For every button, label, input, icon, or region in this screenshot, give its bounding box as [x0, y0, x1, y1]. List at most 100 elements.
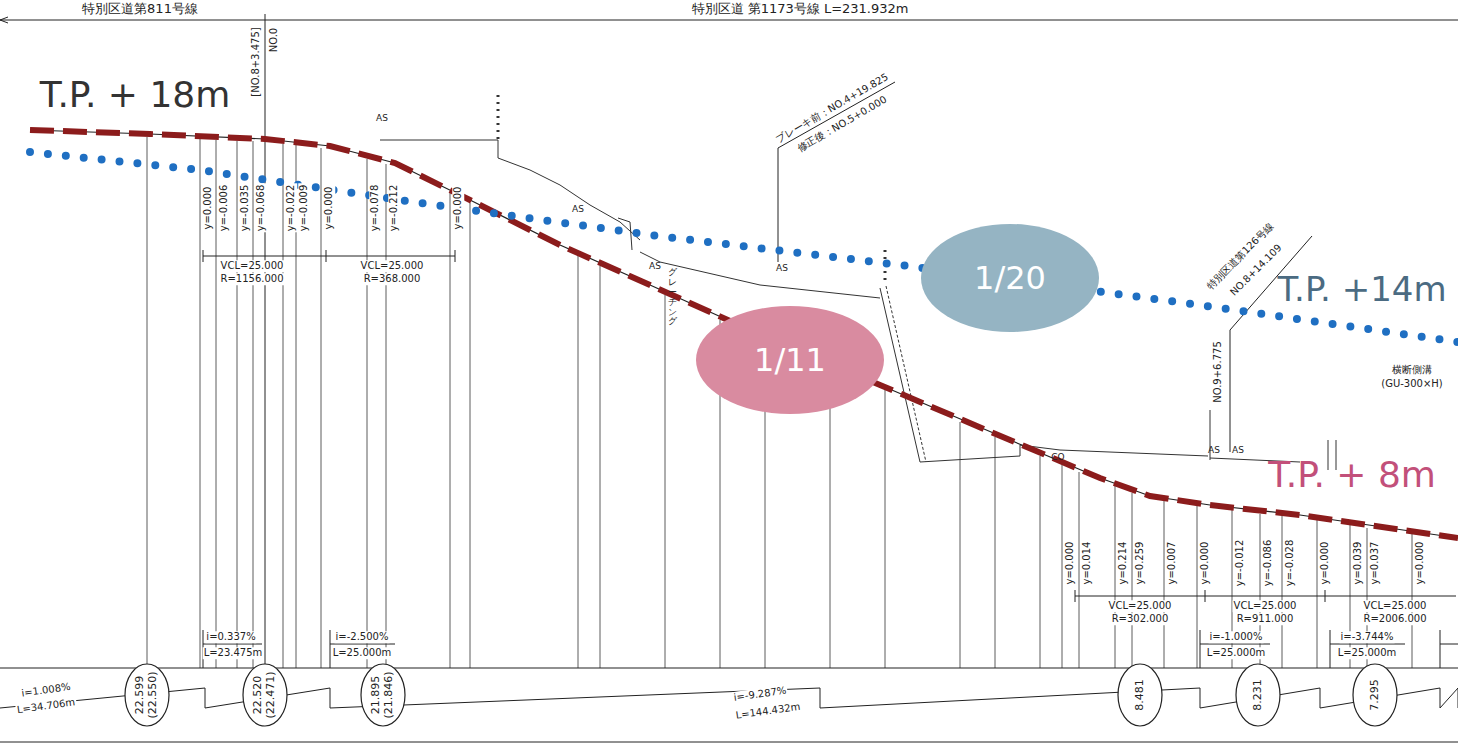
station-line	[1079, 472, 1080, 668]
drawing-label: y=0.000	[452, 186, 464, 231]
drawing-label: i=-9.287%	[732, 684, 788, 703]
drawing-label: VCL=25.000	[220, 260, 285, 272]
station-line	[386, 164, 387, 668]
drawing-label: y=0.000	[202, 186, 214, 231]
drawing-label: VCL=25.000	[1363, 600, 1428, 612]
drawing-label: AS	[776, 263, 788, 273]
slope-ellipse: 1/11	[695, 305, 885, 415]
elevation-circle: 8.231	[1235, 663, 1281, 727]
station-line	[1260, 514, 1261, 668]
drawing-label: CO	[1051, 452, 1064, 462]
drawing-label: i=-2.500%	[335, 631, 390, 643]
station-line	[1132, 493, 1133, 668]
drawing-label: T.P. + 8m	[1268, 454, 1436, 495]
station-line	[470, 203, 471, 668]
station-line	[237, 141, 238, 668]
station-line	[830, 367, 831, 668]
elevation-circle: 22.599 (22.550)	[124, 663, 170, 727]
drawing-label: y=-0.212	[388, 184, 400, 233]
drawing-label: y=-0.086	[1262, 539, 1274, 588]
drawing-label: L=25.000m	[332, 647, 393, 659]
drawing-label: y=-0.009	[298, 184, 310, 233]
station-line	[600, 266, 601, 668]
station-line	[1197, 506, 1198, 668]
drawing-label: L=23.475m	[203, 647, 264, 659]
drawing-label: VCL=25.000	[1108, 600, 1173, 612]
station-line	[450, 193, 451, 668]
elevation-circle: 8.481	[1117, 663, 1163, 727]
station-line	[200, 139, 201, 668]
drawing-label: 横断側溝	[1392, 364, 1432, 376]
drawing-label: y=0.000	[1319, 541, 1331, 586]
elevation-circle: 21.895 (21.846)	[360, 663, 406, 727]
drawing-label: 特別区道 第1173号線 L=231.932m	[692, 2, 909, 17]
drawing-label: y=-0.022	[285, 184, 297, 233]
drawing-label: y=0.037	[1369, 541, 1381, 586]
drawing-label: AS	[376, 113, 388, 123]
drawing-label: y=-0.012	[1234, 539, 1246, 588]
grade-line	[1440, 688, 1458, 708]
drawing-label: VCL=25.000	[360, 260, 425, 272]
drawing-label: y=0.039	[1352, 541, 1364, 586]
drawing-label: L=25.000m	[1206, 647, 1267, 659]
drawing-label: i=-3.744%	[1340, 631, 1395, 643]
drawing-label: L=34.706m	[15, 696, 77, 716]
drawing-label: y=0.014	[1081, 541, 1093, 586]
drawing-label: T.P. +14m	[1277, 270, 1446, 309]
drawing-label: y=0.214	[1117, 541, 1129, 586]
node-text: 1/20	[925, 260, 1095, 297]
station-line	[216, 140, 217, 668]
station-line	[253, 141, 254, 668]
drawing-label: i=0.337%	[205, 631, 256, 643]
drawing-label: y=0.000	[1064, 541, 1076, 586]
node-text: 7.295	[1369, 666, 1382, 724]
node-text: 8.481	[1134, 666, 1147, 724]
drawing-label: y=0.000	[1199, 541, 1211, 586]
drawing-label: y=-0.035	[239, 184, 251, 233]
drawing-label: AS	[572, 204, 584, 214]
drawing-label: NO.9+6.775	[1212, 340, 1224, 404]
station-line	[578, 256, 579, 668]
drawing-label: L=144.432m	[734, 701, 802, 722]
station-line	[147, 137, 148, 668]
station-line	[1282, 516, 1283, 668]
node-text: 21.895 (21.846)	[370, 666, 395, 724]
station-line	[960, 422, 961, 668]
station-line	[1317, 520, 1318, 668]
slope-ellipse: 1/20	[920, 223, 1100, 333]
drawing-label: y=-0.006	[218, 184, 230, 233]
drawing-label: R=1156.000	[219, 273, 284, 285]
node-text: 1/11	[700, 342, 880, 379]
station-line	[283, 144, 284, 668]
drawing-label: AS	[1232, 445, 1244, 455]
drawing-label: y=-0.078	[369, 184, 381, 233]
station-line	[665, 295, 666, 668]
station-line	[1040, 456, 1041, 668]
drawing-label: R=302.000	[1111, 613, 1170, 625]
drawing-label: y=0.259	[1134, 541, 1146, 586]
drawing-label: (GU-300×H)	[1381, 378, 1442, 390]
drawing-label: R=2006.000	[1362, 613, 1427, 625]
station-line	[367, 159, 368, 668]
node-text: 22.599 (22.550)	[134, 666, 159, 724]
node-text: 8.231	[1252, 666, 1265, 724]
station-line	[321, 148, 322, 668]
elevation-circle: 7.295	[1352, 663, 1398, 727]
drawing-label: R=368.000	[363, 273, 422, 285]
station-line	[995, 437, 996, 668]
drawing-label: NO.0	[268, 27, 280, 54]
drawing-label: T.P. + 18m	[40, 74, 231, 115]
drawing-label: y=0.007	[1166, 541, 1178, 586]
drawing-label: 特別区道第811号線	[82, 2, 198, 17]
drawing-label: VCL=25.000	[1233, 600, 1298, 612]
drawing-label: AS	[1208, 445, 1220, 455]
drawing-label: AS	[649, 261, 661, 271]
drawing-label: y=-0.028	[1284, 539, 1296, 588]
node-text: 22.520 (22.471)	[252, 666, 277, 724]
drawing-label: R=911.000	[1236, 613, 1295, 625]
drawing-label: グレーチング	[668, 268, 677, 327]
station-line	[1062, 465, 1063, 668]
drawing-label: [NO.8+3.475]	[250, 26, 262, 97]
drawing-label: y=-0.068	[255, 184, 267, 233]
